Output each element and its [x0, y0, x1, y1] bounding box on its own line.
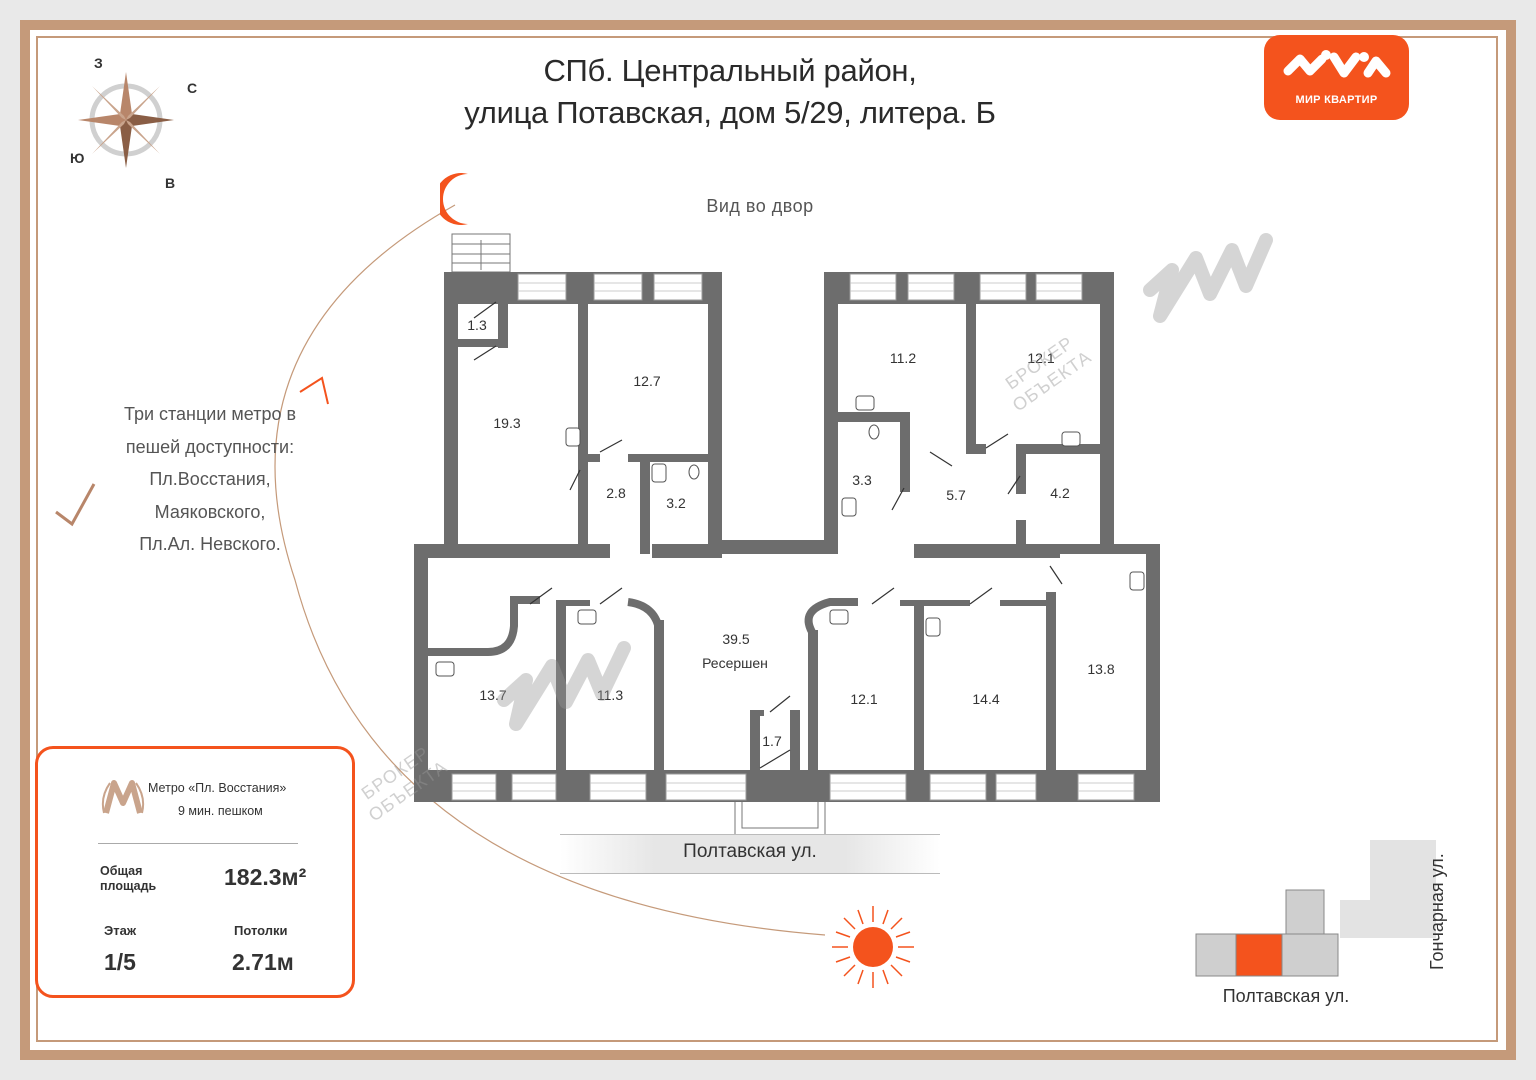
logo-text: МИР КВАРТИР — [1295, 94, 1378, 106]
street-label: Полтавская ул. — [683, 841, 817, 862]
sun-icon — [832, 906, 914, 988]
total-area-label: Общая площадь — [100, 864, 157, 893]
title-line-2: улица Потавская, дом 5/29, литера. Б — [464, 95, 996, 130]
room-area-2-8: 2.8 — [606, 485, 626, 501]
page-title: СПб. Центральный район, улица Потавская,… — [380, 50, 1080, 134]
minimap-street-bottom: Полтавская ул. — [1222, 986, 1350, 1006]
stairs — [451, 233, 511, 273]
room-name-reception: Ресершен — [702, 655, 768, 671]
metro-note-line: Маяковского, — [154, 501, 266, 522]
location-minimap — [1195, 840, 1436, 977]
room-area-4-2: 4.2 — [1050, 485, 1070, 501]
room-area-12-1-top: 12.1 — [1027, 350, 1054, 366]
room-area-5-7: 5.7 — [946, 487, 966, 503]
floor-label: Этаж — [104, 923, 137, 938]
balcony — [734, 799, 826, 837]
metro-note-line: пешей доступности: — [125, 436, 295, 457]
compass-south: Ю — [70, 150, 85, 166]
total-area-value: 182.3м² — [224, 864, 307, 890]
room-area-12-1-bottom: 12.1 — [850, 691, 877, 707]
courtyard-label: Вид во двор — [706, 196, 814, 216]
metro-note-line: Пл.Ал. Невского. — [139, 534, 281, 554]
minimap-street-right: Гончарная ул. — [1427, 853, 1447, 970]
room-area-14-4: 14.4 — [972, 691, 999, 707]
metro-note-line: Три станции метро в — [123, 404, 297, 424]
room-area-12-7: 12.7 — [633, 373, 660, 389]
metro-note-line: Пл.Восстания, — [149, 469, 271, 489]
metro-station-name: Метро «Пл. Восстания» — [148, 781, 287, 795]
compass-icon — [78, 72, 174, 168]
title-line-1: СПб. Центральный район, — [543, 53, 917, 88]
metro-note: Три станции метро в пешей доступности: П… — [90, 398, 330, 561]
room-area-1-7: 1.7 — [762, 733, 782, 749]
divider — [98, 843, 298, 844]
room-area-3-3: 3.3 — [852, 472, 872, 488]
compass-east: В — [165, 175, 176, 191]
room-area-11-3: 11.3 — [597, 687, 623, 703]
room-area-13-8: 13.8 — [1087, 661, 1114, 677]
room-area-3-2: 3.2 — [666, 495, 686, 511]
doors — [473, 301, 1063, 769]
info-card: Метро «Пл. Восстания» 9 мин. пешком Обща… — [35, 746, 355, 998]
room-area-11-2: 11.2 — [890, 350, 916, 366]
logo-mark-icon — [1283, 50, 1391, 78]
room-area-13-7: 13.7 — [479, 687, 506, 703]
brand-logo[interactable]: МИР КВАРТИР — [1264, 35, 1409, 120]
room-area-1-3: 1.3 — [467, 317, 487, 333]
room-area-19-3: 19.3 — [493, 415, 520, 431]
compass-west: З — [94, 55, 103, 71]
street-bar — [560, 834, 940, 874]
fixtures — [435, 395, 1145, 677]
metro-walk-time: 9 мин. пешком — [178, 804, 263, 818]
metro-icon — [101, 780, 145, 814]
watermark-logo-icon — [497, 233, 1273, 731]
compass-north: С — [187, 80, 198, 96]
ceiling-label: Потолки — [234, 923, 288, 938]
windows — [451, 273, 1135, 801]
ceiling-value: 2.71м — [232, 949, 294, 975]
room-area-39-5: 39.5 — [722, 631, 749, 647]
floor-value: 1/5 — [104, 949, 136, 975]
